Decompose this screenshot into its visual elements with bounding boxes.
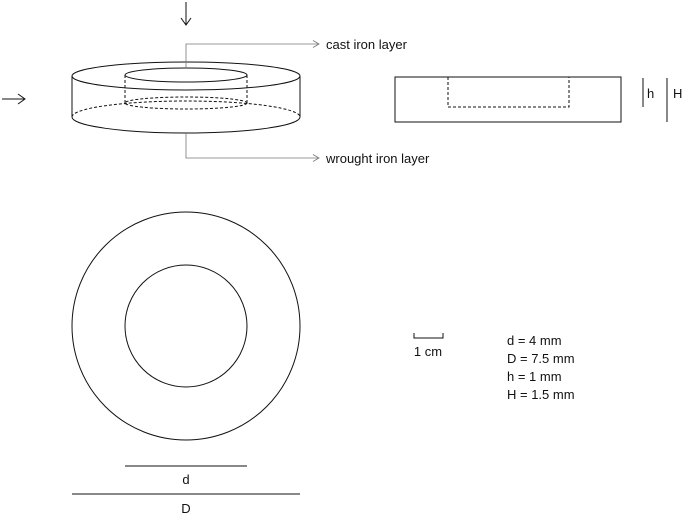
outer-circle: [71, 211, 301, 441]
wrought-iron-label: wrought iron layer: [325, 151, 430, 166]
leader-wrought-iron: [185, 132, 320, 162]
load-arrows: [2, 2, 192, 105]
inner-circle: [124, 264, 248, 388]
disc-section-outline: [394, 76, 622, 123]
insert-bottom-face: [124, 96, 248, 110]
disc-3d-view: [71, 61, 301, 134]
arrow-down-head: [180, 17, 192, 26]
cast-iron-label: cast iron layer: [326, 37, 408, 52]
leader-cast-iron: [185, 40, 320, 68]
h-label: h: [647, 86, 654, 101]
dimension-h: h = 1 mm: [507, 369, 562, 384]
scale-bar: [413, 333, 444, 339]
disc-bottom-front-edge: [71, 116, 301, 134]
insert-section-outline: [447, 77, 570, 108]
d-label: d: [182, 472, 189, 487]
insert-top-face: [124, 67, 248, 83]
arrow-right-head: [17, 93, 26, 105]
dimension-H: H = 1.5 mm: [507, 387, 575, 402]
H-label: H: [673, 86, 682, 101]
dimension-list: d = 4 mm D = 7.5 mm h = 1 mm H = 1.5 mm: [507, 333, 575, 402]
dimension-d: d = 4 mm: [507, 333, 562, 348]
disc-bottom-back-edge: [71, 100, 301, 118]
dimension-D: D = 7.5 mm: [507, 351, 575, 366]
D-label: D: [181, 501, 190, 516]
top-view: [71, 211, 301, 495]
side-section-view: [394, 76, 668, 123]
scale-label: 1 cm: [414, 344, 442, 359]
